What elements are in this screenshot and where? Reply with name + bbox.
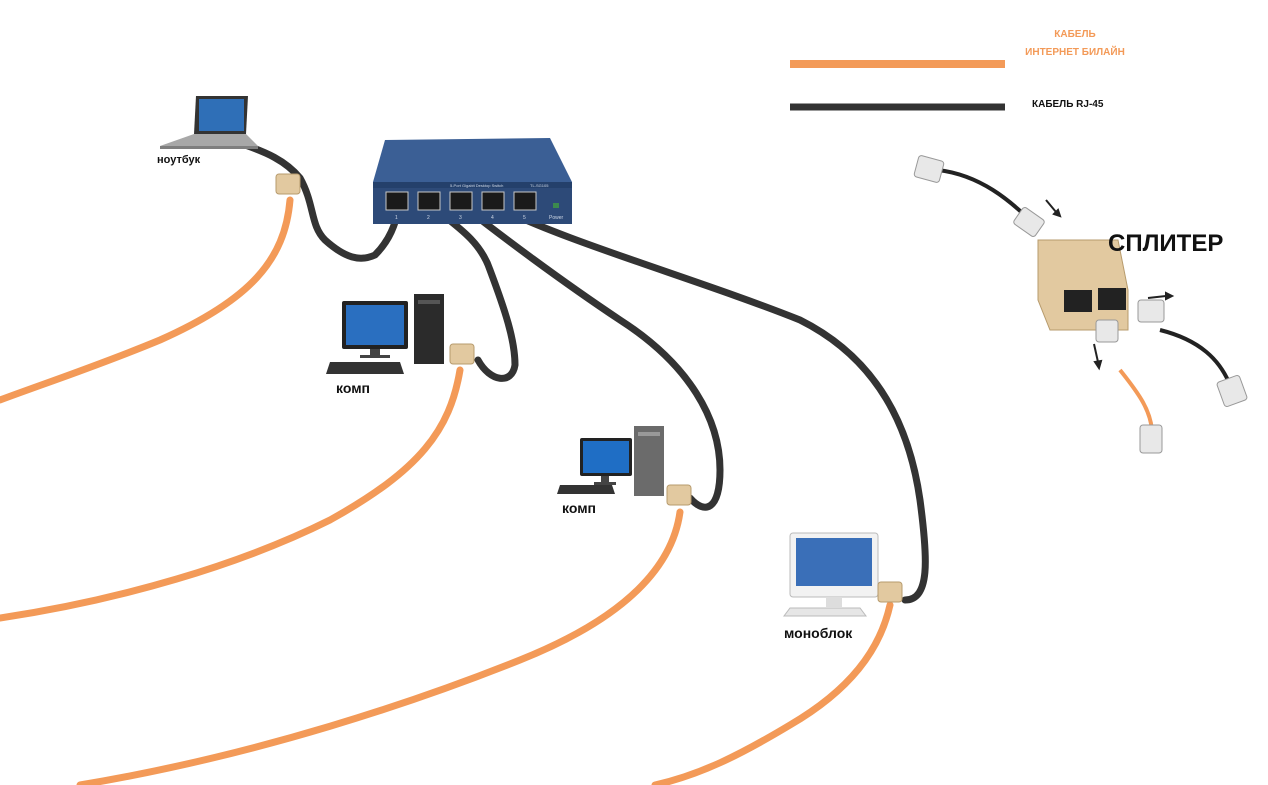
splitter-output-plug-3	[1139, 424, 1163, 454]
splitter-arrows	[1045, 199, 1175, 371]
switch-port-4	[481, 191, 505, 211]
switch-port-5	[513, 191, 537, 211]
switch-port-3	[449, 191, 473, 211]
pc2-label: комп	[562, 500, 597, 516]
switch-ports	[385, 191, 537, 211]
coupler-monoblock	[877, 581, 903, 603]
legend-internet-cable-label-line2: ИНТЕРНЕТ БИЛАЙН	[1025, 47, 1125, 58]
rj45-cable-laptop	[241, 141, 404, 262]
splitter-input-plug	[913, 155, 945, 183]
splitter-output-plug-1	[1095, 319, 1119, 343]
splitter-illustration	[913, 155, 1248, 454]
legend-internet-cable-label-line1: КАБЕЛЬ	[1054, 29, 1096, 40]
switch-power-label: Power	[549, 215, 564, 221]
switch-model-text: TL-SG105	[530, 183, 549, 188]
coupler-pc1	[449, 343, 475, 365]
switch-top-face	[373, 138, 572, 182]
rj45-cable-pc2	[458, 201, 724, 511]
internet-cable-pc2	[76, 508, 684, 785]
splitter-output-plug-4	[1216, 375, 1248, 407]
splitter-title: СПЛИТЕР	[1108, 230, 1224, 257]
switch-port-number-5: 5	[523, 215, 526, 221]
switch-header-text: 5-Port Gigabit Desktop Switch	[450, 183, 503, 188]
monoblock-icon	[783, 532, 879, 617]
laptop-label: ноутбук	[157, 154, 201, 166]
pc1-label: комп	[336, 380, 371, 396]
coupler-laptop	[275, 173, 301, 195]
pc1-icon	[326, 294, 444, 374]
switch-port-1	[385, 191, 409, 211]
network-switch: 5-Port Gigabit Desktop Switch TL-SG105 1…	[373, 138, 572, 224]
switch-port-number-2: 2	[427, 215, 430, 221]
rj45-cables	[241, 141, 929, 604]
switch-power-led	[553, 203, 559, 208]
splitter-input-plug-2	[1013, 207, 1045, 237]
switch-port-number-1: 1	[395, 215, 398, 221]
laptop-icon	[160, 96, 258, 149]
internet-cable-pc1	[0, 366, 464, 622]
legend-internet-cable-label: КАБЕЛЬ ИНТЕРНЕТ БИЛАЙН	[1010, 26, 1140, 62]
switch-port-number-4: 4	[491, 215, 494, 221]
internet-cable-monoblock	[651, 601, 894, 785]
splitter-output-plug-2	[1137, 299, 1165, 323]
coupler-pc2	[666, 484, 692, 506]
monoblock-label: моноблок	[784, 625, 853, 641]
legend-rj45-cable-label: КАБЕЛЬ RJ-45	[1032, 99, 1104, 110]
switch-port-number-3: 3	[459, 215, 462, 221]
internet-cables	[0, 196, 894, 785]
rj45-cable-monoblock	[490, 201, 929, 604]
switch-port-2	[417, 191, 441, 211]
rj45-cable-pc1	[426, 201, 519, 382]
pc2-icon	[557, 426, 664, 496]
internet-cable-laptop	[0, 196, 294, 404]
couplers	[275, 173, 903, 603]
